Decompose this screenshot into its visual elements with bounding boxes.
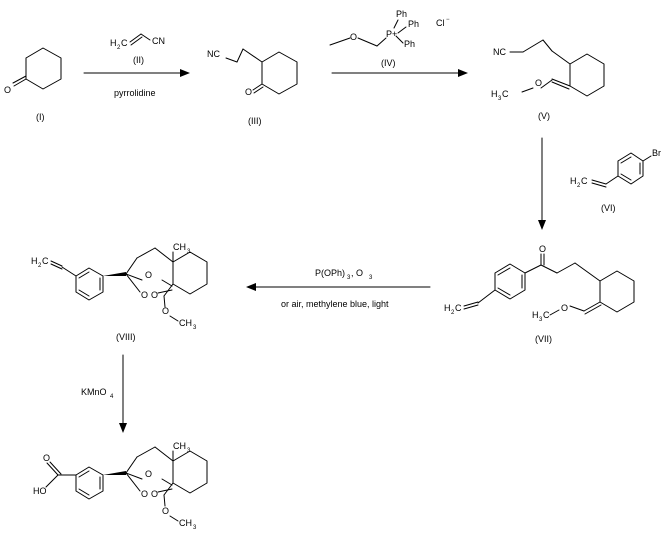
subscript: 3 <box>187 249 191 255</box>
atom-o: O <box>4 85 11 95</box>
compound-label: (VIII) <box>116 332 136 342</box>
atom-o: O <box>151 290 158 300</box>
subscript: 2 <box>38 263 42 269</box>
subscript: 3 <box>193 325 197 331</box>
subscript: 3 <box>369 275 373 281</box>
atom-ch: CH <box>179 518 192 528</box>
subscript: 3 <box>193 525 197 531</box>
compound-label: (I) <box>36 112 45 122</box>
subscript: 3 <box>347 275 351 281</box>
compound-iii: O NC (III) <box>207 48 298 126</box>
compound-viii: H 2 C O O O CH 3 O CH 3 (VIII) <box>31 242 208 342</box>
reagent-pyrrolidine: pyrrolidine <box>114 88 156 98</box>
atom-o: O <box>145 270 152 280</box>
atom-h: H <box>444 303 451 313</box>
atom-h: H <box>532 310 539 320</box>
atom-h: H <box>570 176 577 186</box>
subscript: 3 <box>539 317 543 323</box>
atom-c: C <box>121 38 128 48</box>
subscript: 3 <box>498 96 502 102</box>
arrow-step-1: H 2 C CN (II) pyrrolidine <box>83 33 190 98</box>
atom-c: C <box>42 256 49 266</box>
arrow-step-4: P(OPh) 3 , O 3 or air, methylene blue, l… <box>246 268 431 309</box>
atom-o: O <box>151 489 158 499</box>
atom-o: O <box>162 306 169 316</box>
arrow-step-3: Br H 2 C (VI) <box>538 137 661 230</box>
atom-h: H <box>491 89 498 99</box>
atom-o: O <box>350 32 357 42</box>
atom-ch: CH <box>173 441 186 451</box>
atom-cn: CN <box>152 36 165 46</box>
arrow-step-2: O P+ Ph Ph Ph Cl − (IV) <box>329 9 468 77</box>
atom-nc: NC <box>207 49 220 59</box>
atom-o: O <box>43 453 50 463</box>
atom-o: O <box>539 244 546 254</box>
reagent-alt: or air, methylene blue, light <box>281 299 389 309</box>
atom-o: O <box>561 303 568 313</box>
compound-vii: H 2 C O O H 3 C (VII) <box>444 244 635 344</box>
subscript: 2 <box>577 183 581 189</box>
atom-p-plus: P+ <box>386 29 397 39</box>
atom-o: O <box>535 78 542 88</box>
atom-o: O <box>245 87 252 97</box>
atom-o: O <box>141 290 148 300</box>
atom-ho: HO <box>33 486 47 496</box>
compound-label: (II) <box>133 55 144 65</box>
atom-o: O <box>145 469 152 479</box>
atom-ch: CH <box>179 318 192 328</box>
atom-h: H <box>31 256 38 266</box>
phenyl-2: Ph <box>408 19 419 29</box>
atom-c: C <box>581 176 588 186</box>
subscript: 2 <box>451 310 455 316</box>
phenyl-1: Ph <box>396 9 407 19</box>
atom-h: H <box>110 38 117 48</box>
atom-c: C <box>455 303 462 313</box>
reagent-ozone: , O <box>351 268 363 278</box>
atom-ch: CH <box>173 242 186 252</box>
subscript: 4 <box>110 394 114 400</box>
atom-c: C <box>502 89 509 99</box>
atom-c: C <box>543 310 550 320</box>
atom-o: O <box>141 489 148 499</box>
arrow-step-5: KMnO 4 <box>81 354 127 433</box>
subscript: 3 <box>187 448 191 454</box>
compound-label: (VI) <box>601 203 616 213</box>
compound-label: (IV) <box>381 58 396 68</box>
charge: − <box>446 17 450 23</box>
compound-v: O H 3 C NC (V) <box>491 39 605 121</box>
compound-label: (VII) <box>535 334 552 344</box>
reagent-kmno4: KMnO <box>81 387 107 397</box>
reagent-phosphite: P(OPh) <box>315 268 345 278</box>
compound-label: (V) <box>538 111 550 121</box>
compound-i: O (I) <box>4 47 62 122</box>
subscript: 2 <box>117 45 121 51</box>
compound-label: (III) <box>248 116 262 126</box>
atom-br: Br <box>652 148 661 158</box>
atom-nc: NC <box>493 47 506 57</box>
atom-o: O <box>162 506 169 516</box>
chloride: Cl <box>436 18 445 28</box>
compound-product: O HO O O O CH 3 O CH 3 <box>33 441 208 531</box>
phenyl-3: Ph <box>404 39 415 49</box>
